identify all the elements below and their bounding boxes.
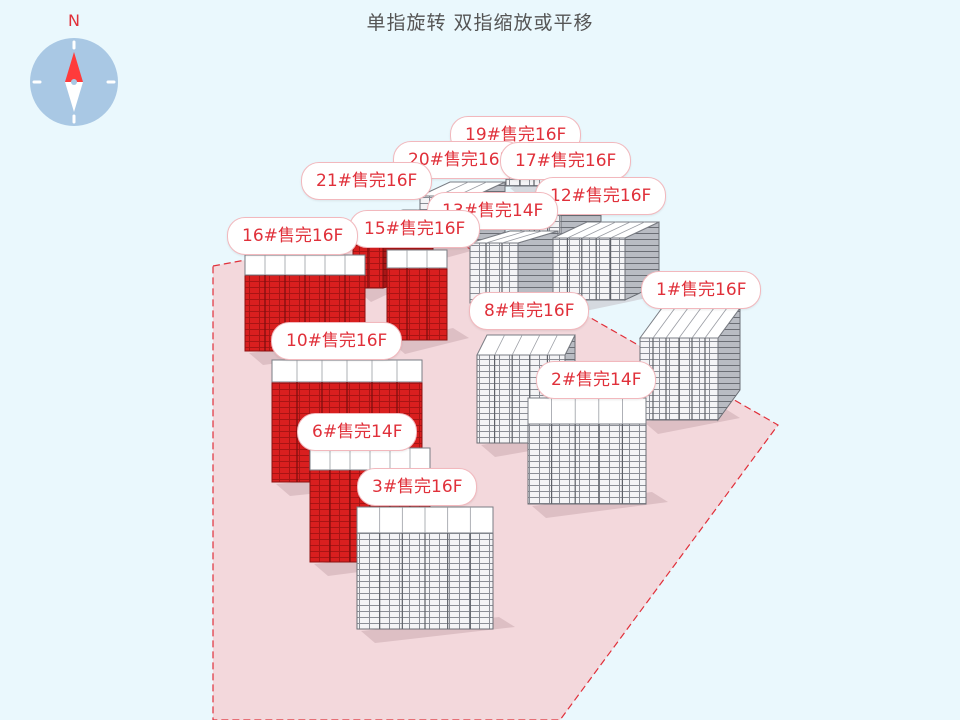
compass-icon[interactable]: N	[28, 8, 120, 128]
building-block-1[interactable]	[639, 306, 741, 434]
gesture-hint: 单指旋转 双指缩放或平移	[366, 12, 594, 34]
building-tag-6[interactable]: 6#售完14F	[297, 413, 418, 451]
building-tag-16[interactable]: 16#售完16F	[227, 217, 359, 255]
building-block-2[interactable]	[527, 397, 668, 518]
building-tag-3[interactable]: 3#售完16F	[357, 468, 478, 506]
building-tag-12[interactable]: 12#售完16F	[535, 177, 667, 215]
building-tag-1[interactable]: 1#售完16F	[641, 271, 762, 309]
building-block-3[interactable]	[356, 506, 515, 643]
north-label: N	[68, 11, 80, 30]
building-tag-21[interactable]: 21#售完16F	[301, 162, 433, 200]
building-tag-10[interactable]: 10#售完16F	[271, 322, 403, 360]
building-tag-15[interactable]: 15#售完16F	[349, 210, 481, 248]
building-tag-2[interactable]: 2#售完14F	[536, 361, 657, 399]
building-tag-8[interactable]: 8#售完16F	[469, 292, 590, 330]
building-tag-17[interactable]: 17#售完16F	[500, 142, 632, 180]
